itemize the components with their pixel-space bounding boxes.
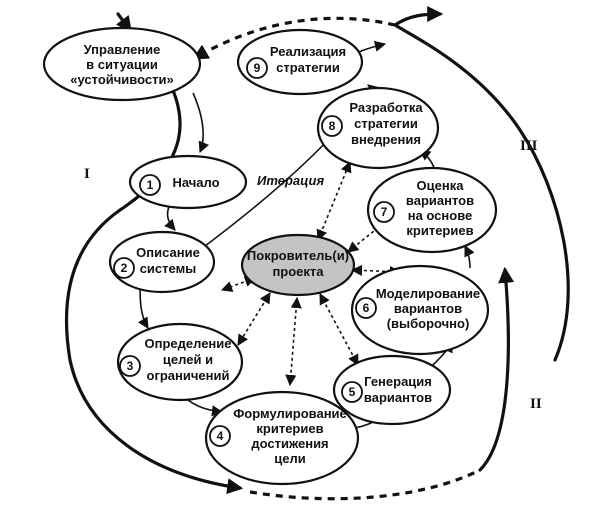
- svg-text:Описание: Описание: [136, 245, 200, 260]
- svg-text:5: 5: [349, 385, 356, 399]
- svg-text:7: 7: [381, 205, 388, 219]
- sponsor-links: [220, 160, 402, 387]
- svg-text:вариантов: вариантов: [364, 390, 432, 405]
- step-3-node: 3 Определение целей и ограничений: [116, 322, 244, 402]
- svg-text:Управление: Управление: [84, 42, 161, 57]
- svg-text:1: 1: [147, 178, 154, 192]
- svg-text:Начало: Начало: [172, 175, 219, 190]
- svg-text:системы: системы: [140, 261, 197, 276]
- step-2-node: 2 Описание системы: [108, 230, 216, 294]
- step-9-node: 9 Реализация стратегии: [236, 28, 364, 96]
- svg-text:Моделирование: Моделирование: [376, 286, 480, 301]
- svg-text:Разработка: Разработка: [349, 100, 423, 115]
- svg-text:внедрения: внедрения: [351, 132, 421, 147]
- svg-text:ограничений: ограничений: [147, 368, 230, 383]
- svg-text:стратегии: стратегии: [276, 60, 340, 75]
- svg-text:Формулирование: Формулирование: [233, 406, 347, 421]
- svg-text:Покровитель(и): Покровитель(и): [247, 248, 349, 263]
- iteration-label: Итерация: [257, 173, 324, 188]
- svg-text:«устойчивости»: «устойчивости»: [70, 72, 173, 87]
- step-1-node: 1 Начало: [128, 154, 248, 210]
- svg-text:критериев: критериев: [406, 223, 473, 238]
- svg-text:9: 9: [254, 61, 261, 75]
- svg-text:Определение: Определение: [144, 336, 231, 351]
- svg-text:Генерация: Генерация: [364, 374, 432, 389]
- loop-ii-dashed: [249, 468, 481, 501]
- svg-text:критериев: критериев: [256, 421, 323, 436]
- loop-label-i: I: [84, 166, 90, 182]
- svg-text:цели: цели: [274, 451, 305, 466]
- sponsor-center-node: Покровитель(и) проекта: [240, 233, 356, 297]
- step-5-node: 5 Генерация вариантов: [332, 354, 452, 426]
- loop-label-iii: III: [520, 138, 538, 154]
- svg-text:Реализация: Реализация: [270, 44, 346, 59]
- svg-text:(выборочно): (выборочно): [387, 316, 470, 331]
- step-7-node: 7 Оценка вариантов на основе критериев: [366, 166, 498, 254]
- loop-label-ii: II: [530, 396, 542, 412]
- step-6-node: 6 Моделирование вариантов (выборочно): [350, 264, 490, 356]
- svg-text:6: 6: [363, 301, 370, 315]
- svg-text:2: 2: [121, 261, 128, 275]
- start-node: Управление в ситуации «устойчивости»: [42, 26, 202, 102]
- svg-text:целей и: целей и: [163, 352, 213, 367]
- svg-text:8: 8: [329, 119, 336, 133]
- svg-text:в ситуации: в ситуации: [86, 57, 158, 72]
- step-8-node: 8 Разработка стратегии внедрения: [316, 86, 440, 170]
- svg-text:4: 4: [217, 429, 224, 443]
- svg-text:вариантов: вариантов: [394, 301, 462, 316]
- svg-text:стратегии: стратегии: [354, 116, 418, 131]
- svg-text:проекта: проекта: [272, 264, 324, 279]
- svg-text:Оценка: Оценка: [417, 178, 465, 193]
- svg-text:3: 3: [127, 359, 134, 373]
- svg-text:вариантов: вариантов: [406, 193, 474, 208]
- step-4-node: 4 Формулирование критериев достижения це…: [204, 390, 360, 486]
- loop-iii-path: [392, 6, 570, 362]
- svg-text:на основе: на основе: [408, 208, 473, 223]
- loop-ii-path: [478, 266, 515, 472]
- svg-text:достижения: достижения: [251, 436, 328, 451]
